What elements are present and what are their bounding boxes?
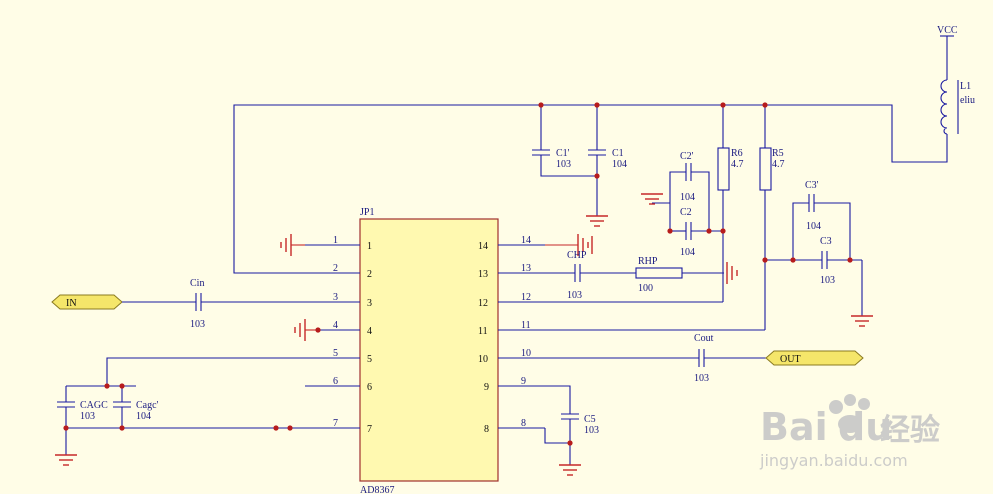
junction-dots: [63, 102, 853, 446]
c5-value: 103: [584, 425, 599, 436]
wire-label-4: 4: [333, 320, 338, 331]
wire-label-2: 2: [333, 263, 338, 274]
in-port[interactable]: IN: [51, 294, 123, 310]
r5-ref: R5: [772, 148, 784, 159]
ground-icon: [586, 215, 608, 227]
cagc-ref: CAGC: [80, 400, 108, 411]
wire-label-10: 10: [521, 348, 531, 359]
wire-label-6: 6: [333, 376, 338, 387]
ground-icon: [641, 193, 663, 205]
ic-pin-14: 14: [478, 241, 488, 252]
wire-label-12: 12: [521, 292, 531, 303]
cin-network: [122, 293, 305, 311]
inductor-l1: [940, 79, 959, 135]
ic-pin-13: 13: [478, 269, 488, 280]
ic-body: [359, 218, 499, 482]
r5-value: 4.7: [772, 159, 785, 170]
rhp-ref: RHP: [638, 256, 658, 267]
ic-pin-11: 11: [478, 326, 488, 337]
c2-ref: C2: [680, 207, 692, 218]
chp-ref: CHP: [567, 250, 587, 261]
wire-label-5: 5: [333, 348, 338, 359]
cagc-value: 103: [80, 411, 95, 422]
ic-designator: JP1: [360, 207, 374, 218]
vcc-label: VCC: [937, 25, 958, 36]
cin-value: 103: [190, 319, 205, 330]
out-port[interactable]: OUT: [765, 350, 864, 366]
c3p-ref: C3': [805, 180, 819, 191]
ic-pin-6: 6: [367, 382, 372, 393]
ground-icon: [55, 454, 77, 466]
cout-network: [545, 349, 766, 367]
c3-value: 103: [820, 275, 835, 286]
wire-label-8: 8: [521, 418, 526, 429]
chp-rhp-network: [545, 264, 724, 282]
c2-pair: [652, 163, 723, 240]
c2p-value: 104: [680, 192, 695, 203]
c5-ref: C5: [584, 414, 596, 425]
ic-pin-7: 7: [367, 424, 372, 435]
watermark: Bai du 经验 jingyan.baidu.com: [759, 394, 940, 470]
ic-pin-8: 8: [484, 424, 489, 435]
wire-label-14: 14: [521, 235, 531, 246]
ground-icon: [851, 315, 873, 327]
power-rail: [233, 35, 954, 274]
c1-value: 104: [612, 159, 627, 170]
c1p-ref: C1': [556, 148, 570, 159]
ic-right-pin-stubs: [498, 244, 545, 429]
in-port-label: IN: [66, 298, 77, 309]
wire-label-1: 1: [333, 235, 338, 246]
c1-ref: C1: [612, 148, 624, 159]
ic-pin-10: 10: [478, 354, 488, 365]
ic-pin-9: 9: [484, 382, 489, 393]
chp-value: 103: [567, 290, 582, 301]
out-port-label: OUT: [780, 354, 801, 365]
ic-pin-4: 4: [367, 326, 372, 337]
cout-value: 103: [694, 373, 709, 384]
cout-ref: Cout: [694, 333, 714, 344]
ic-pin-3: 3: [367, 298, 372, 309]
ic-pin-2: 2: [367, 269, 372, 280]
ground-icon: [545, 234, 593, 256]
c2-value: 104: [680, 247, 695, 258]
c5-network: [544, 385, 579, 465]
wire-label-9: 9: [521, 376, 526, 387]
ic-part-number: AD8367: [360, 485, 394, 494]
watermark-url: jingyan.baidu.com: [759, 451, 908, 470]
cagcp-value: 104: [136, 411, 151, 422]
c3-pair: [765, 194, 863, 316]
ic-pin-12: 12: [478, 298, 488, 309]
resistor-r6: [545, 105, 730, 303]
l1-value: eliu: [960, 95, 975, 106]
c2p-ref: C2': [680, 151, 694, 162]
paw-icon: [829, 394, 870, 433]
watermark-cn: 经验: [880, 413, 940, 448]
rhp-value: 100: [638, 283, 653, 294]
r6-value: 4.7: [731, 159, 744, 170]
wire-label-13: 13: [521, 263, 531, 274]
l1-ref: L1: [960, 81, 971, 92]
wire-label-7: 7: [333, 418, 338, 429]
c3p-value: 104: [806, 221, 821, 232]
ground-icon: [294, 319, 318, 341]
ic-pin-1: 1: [367, 241, 372, 252]
cin-ref: Cin: [190, 278, 204, 289]
c1-pair: [532, 105, 606, 216]
cagcp-ref: Cagc': [136, 400, 159, 411]
wire-label-3: 3: [333, 292, 338, 303]
watermark-brand: Bai: [760, 405, 828, 449]
wire-label-11: 11: [521, 320, 531, 331]
c3-ref: C3: [820, 236, 832, 247]
ground-icon: [280, 234, 305, 256]
c1p-value: 103: [556, 159, 571, 170]
ground-icon: [559, 464, 581, 476]
r6-ref: R6: [731, 148, 743, 159]
ground-icon: [726, 262, 738, 284]
ic-pin-5: 5: [367, 354, 372, 365]
